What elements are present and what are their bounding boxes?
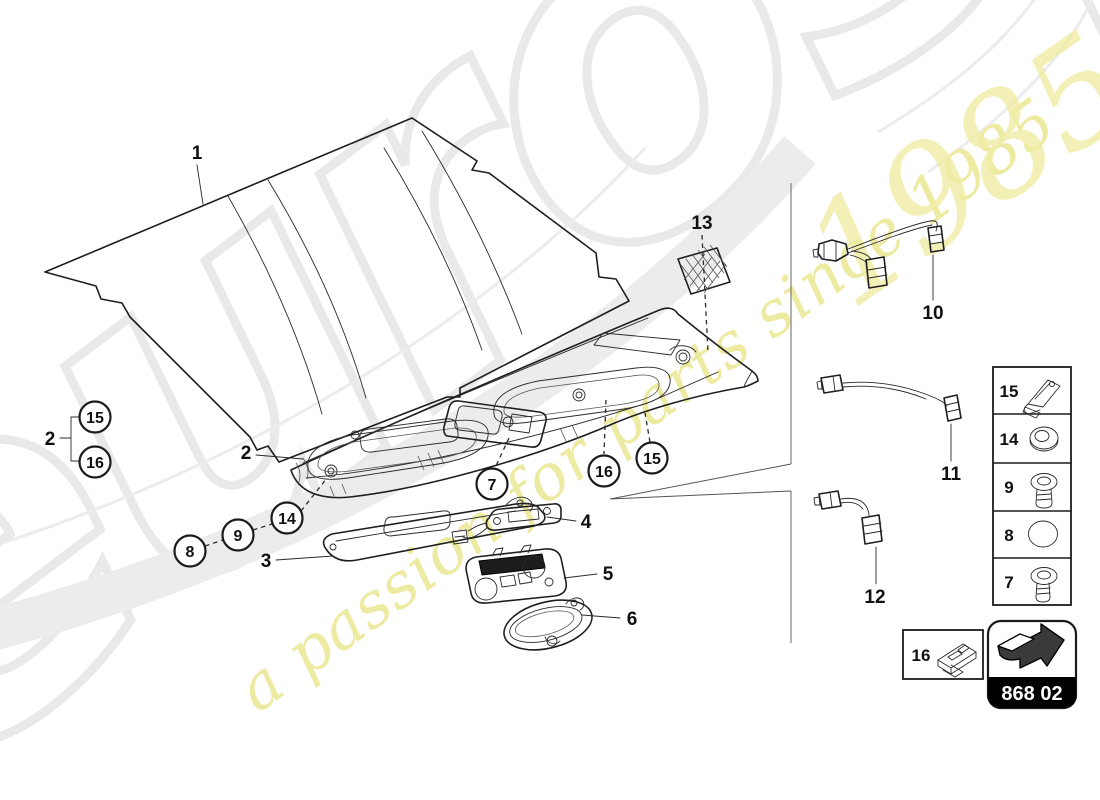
button-screw-icon-2 [1030, 567, 1058, 603]
legend-row-15[interactable]: 15 [1000, 379, 1061, 419]
part-label-2-group: 2 [241, 443, 304, 464]
badge-code-bar [988, 677, 1076, 708]
legend-num-7: 7 [1004, 573, 1013, 592]
part-wiring-harness-10 [812, 220, 945, 289]
callout-number-9: 9 [234, 528, 243, 545]
group-label-2[interactable]: 2 [45, 429, 56, 450]
part-interior-light-console [465, 544, 568, 604]
legend-clip-box-16[interactable]: 16 [902, 629, 984, 680]
visor-mirror-lid [383, 510, 451, 537]
legend-row-7[interactable]: 7 [1004, 567, 1058, 603]
button-screw-icon [1030, 473, 1058, 509]
legend-divider [609, 183, 792, 643]
callout-circle-14[interactable]: 14 [270, 501, 304, 535]
part-label-6[interactable]: 6 [627, 609, 638, 630]
part-label-4[interactable]: 4 [581, 512, 592, 533]
callout-number-16-left: 16 [86, 455, 104, 472]
part-label-4-group: 4 [546, 512, 592, 533]
leader-line-3 [275, 555, 334, 561]
leader-line-13 [701, 234, 709, 353]
washer-icon [1029, 426, 1059, 452]
visor-pivot-screw-right [572, 388, 586, 402]
direction-arrow-icon [997, 623, 1065, 669]
callout-number-7: 7 [488, 477, 497, 494]
part-label-12-group: 12 [864, 546, 886, 608]
callout-circle-8[interactable]: 8 [173, 534, 207, 568]
part-label-10[interactable]: 10 [922, 303, 943, 324]
part-rearview-mirror [503, 597, 593, 651]
leader-line-1 [196, 164, 204, 205]
callout-circle-16-left[interactable]: 16 [78, 445, 112, 479]
part-label-13-group: 13 [691, 213, 713, 353]
swoosh-corner-1 [877, 0, 1036, 134]
legend-num-8: 8 [1004, 526, 1013, 545]
callout-number-15-left: 15 [86, 410, 104, 427]
part-reading-light [451, 503, 562, 545]
legend-row-8[interactable]: 8 [1004, 520, 1058, 548]
legend-num-9: 9 [1004, 478, 1013, 497]
part-label-13[interactable]: 13 [691, 213, 712, 234]
part-label-3[interactable]: 3 [261, 551, 272, 572]
callout-circle-15-left[interactable]: 15 [78, 400, 112, 434]
callout-circle-16[interactable]: 16 [587, 454, 621, 488]
visor-pivot-screw-left [324, 464, 338, 478]
callout-circle-9[interactable]: 9 [221, 518, 255, 552]
callout-number-8: 8 [186, 544, 195, 561]
legend-row-9[interactable]: 9 [1004, 473, 1058, 509]
part-label-10-group: 10 [922, 254, 944, 324]
legend-num-14: 14 [1000, 430, 1019, 449]
leader-line-6 [581, 614, 621, 619]
group-bracket [59, 416, 80, 462]
callout-number-14: 14 [278, 511, 296, 528]
switch-cutout [593, 332, 681, 356]
legend-row-14[interactable]: 14 [1000, 426, 1059, 452]
callout-circle-15[interactable]: 15 [635, 441, 669, 475]
part-label-6-group: 6 [581, 609, 638, 630]
part-trim-panel [290, 307, 759, 499]
part-label-12[interactable]: 12 [864, 587, 885, 608]
part-sun-visor [322, 496, 546, 562]
center-latch-cutout [443, 400, 547, 448]
leader-line-2 [255, 454, 304, 460]
part-label-1[interactable]: 1 [192, 143, 203, 164]
part-label-3-group: 3 [261, 551, 334, 572]
badge-code-text: 868 02 [1001, 683, 1062, 705]
fastener-leader-dashes [204, 399, 651, 547]
grouped-callout-2: 2 15 16 [45, 400, 112, 479]
swoosh-curve-lower [0, 184, 757, 639]
cage-clip-icon [937, 643, 977, 678]
callout-circle-7[interactable]: 7 [475, 467, 509, 501]
callout-number-16: 16 [595, 464, 613, 481]
part-cable-11 [816, 374, 962, 422]
leader-line-5 [563, 573, 598, 579]
swoosh-curve-upper [0, 146, 647, 546]
part-label-2[interactable]: 2 [241, 443, 252, 464]
part-label-11[interactable]: 11 [941, 464, 962, 485]
detail-wedge-lines [609, 463, 792, 500]
swoosh-corner-2 [927, 0, 1094, 174]
legend-table: 15 14 9 [992, 366, 1072, 606]
leader-line-4 [546, 516, 577, 522]
part-label-5-group: 5 [563, 564, 614, 585]
part-headliner [44, 117, 630, 463]
legend-num-16: 16 [912, 646, 931, 665]
part-fleece-pad [677, 244, 731, 295]
part-label-11-group: 11 [941, 423, 962, 485]
part-label-5[interactable]: 5 [603, 564, 614, 585]
spring-clip-icon [1022, 379, 1061, 419]
cover-cap-icon [1028, 520, 1058, 548]
part-code-badge[interactable]: 868 02 [986, 619, 1078, 710]
callout-number-15: 15 [643, 451, 661, 468]
part-cable-12 [813, 490, 883, 545]
pivot-boss-right [675, 349, 691, 365]
part-label-1-group: 1 [192, 143, 204, 205]
legend-num-15: 15 [1000, 382, 1019, 401]
